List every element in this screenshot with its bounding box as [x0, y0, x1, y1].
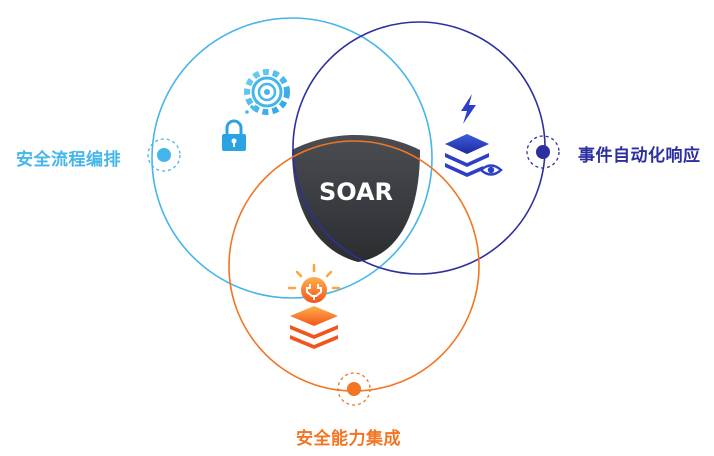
- label-orchestration: 安全流程编排: [16, 150, 121, 170]
- layers-icon: [290, 306, 338, 349]
- label-integration: 安全能力集成: [296, 429, 401, 449]
- target-icon: [245, 82, 277, 114]
- eye-icon: [479, 164, 503, 176]
- node-right: [526, 135, 560, 169]
- lightning-icon: [461, 94, 476, 124]
- node-bottom: [337, 372, 371, 406]
- layers-icon: [445, 134, 489, 177]
- label-response: 事件自动化响应: [578, 146, 701, 166]
- lock-icon: [222, 119, 246, 151]
- sun-icon: [287, 263, 341, 303]
- circle-orchestration: [151, 17, 433, 299]
- plugin-icon: [306, 284, 322, 300]
- node-left: [147, 138, 181, 172]
- center-label: SOAR: [319, 178, 393, 206]
